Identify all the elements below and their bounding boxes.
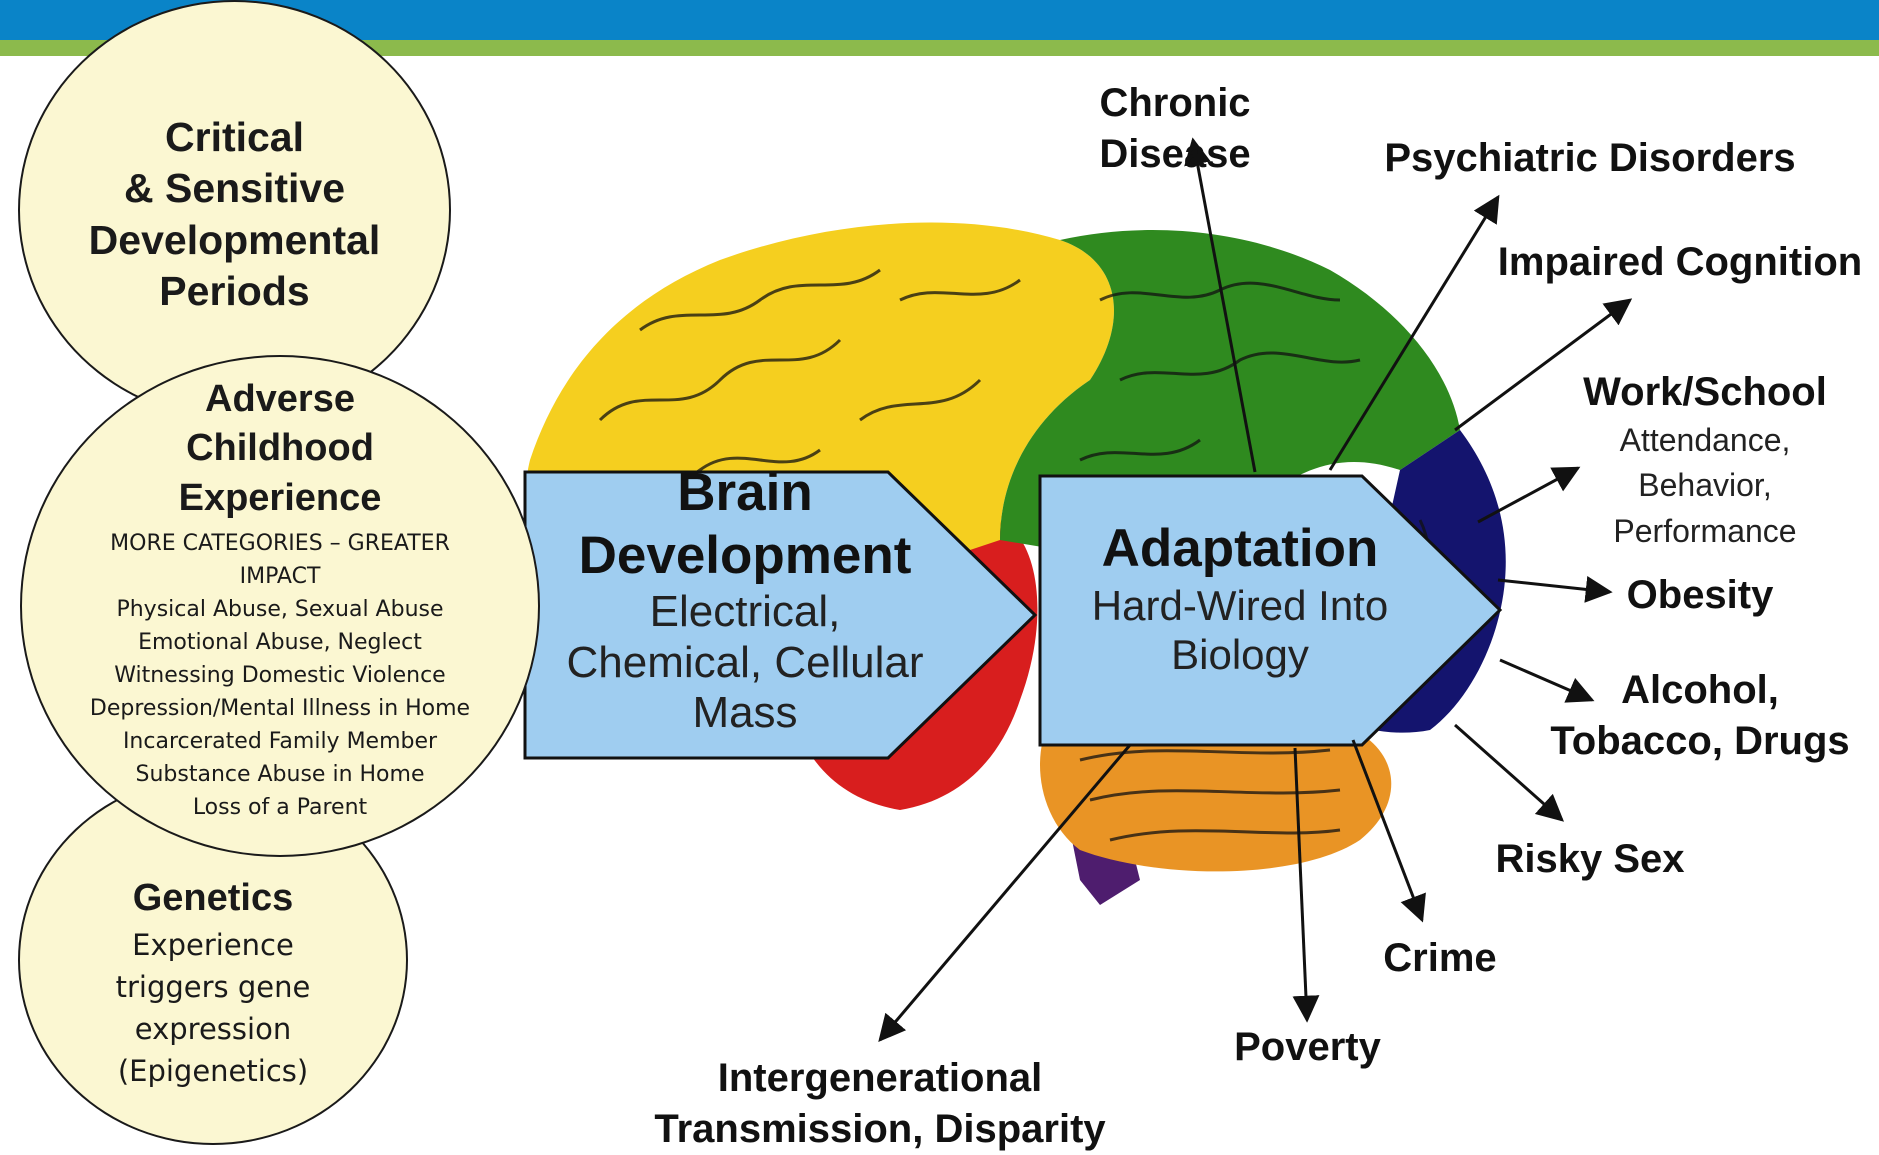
arrow-alcohol: [1499, 658, 1595, 703]
brain-development-text: Brain Development Electrical, Chemical, …: [535, 462, 955, 739]
label-obesity: Obesity: [1626, 573, 1774, 617]
arrow-work-school: [1477, 466, 1581, 524]
arrow-cognition: [1454, 298, 1633, 432]
brain-development-body: Electrical, Chemical, Cellular Mass: [566, 587, 924, 738]
arrow-intergenerational: [878, 744, 1132, 1043]
genetics-body: Experience triggers gene expression (Epi…: [115, 928, 311, 1089]
outcome-arrows: [878, 137, 1633, 1043]
label-work-school: Work/School: [1583, 370, 1827, 414]
label-chronic-disease: Chronic Disease: [1099, 81, 1251, 176]
critical-periods-circle: Critical & Sensitive Developmental Perio…: [18, 0, 451, 420]
adaptation-arrow: [1038, 474, 1503, 747]
label-work-school-detail: Attendance, Behavior, Performance: [1613, 422, 1797, 549]
arrow-chronic-disease: [1184, 137, 1257, 473]
label-crime: Crime: [1383, 936, 1497, 980]
ace-item: Incarcerated Family Member: [122, 729, 438, 755]
ace-item: Physical Abuse, Sexual Abuse: [116, 597, 444, 623]
ace-item: Witnessing Domestic Violence: [114, 663, 446, 689]
label-risky-sex: Risky Sex: [1495, 837, 1685, 881]
genetics-title: Genetics: [132, 877, 294, 919]
label-intergenerational: Intergenerational Transmission, Disparit…: [654, 1056, 1106, 1151]
arrow-crime: [1351, 739, 1426, 923]
label-impaired-cognition: Impaired Cognition: [1497, 240, 1863, 284]
label-poverty: Poverty: [1234, 1025, 1381, 1069]
ace-item: MORE CATEGORIES – GREATER: [110, 531, 450, 557]
label-psychiatric-disorders: Psychiatric Disorders: [1384, 136, 1796, 180]
adaptation-body: Hard-Wired Into Biology: [1091, 582, 1389, 678]
brain-development-arrow: [523, 470, 1038, 760]
ace-item: IMPACT: [239, 564, 321, 590]
ace-item: Substance Abuse in Home: [135, 762, 425, 788]
header-green-band: [0, 40, 1879, 56]
arrow-poverty: [1292, 747, 1320, 1023]
arrow-obesity: [1497, 575, 1613, 603]
ace-item: Loss of a Parent: [192, 795, 368, 821]
arrow-psychiatric: [1328, 194, 1500, 471]
ace-circle: Adverse Childhood Experience MORE CATEGO…: [20, 355, 540, 857]
adaptation-text: Adaptation Hard-Wired Into Biology: [1050, 519, 1430, 679]
brain-development-title: Brain Development: [578, 463, 912, 585]
ace-title: Adverse Childhood Experience: [178, 378, 382, 519]
ace-item-list: MORE CATEGORIES – GREATER IMPACT Physica…: [22, 527, 538, 824]
arrow-risky-sex: [1454, 723, 1565, 822]
critical-periods-title: Critical & Sensitive Developmental Perio…: [88, 114, 381, 314]
adaptation-title: Adaptation: [1101, 519, 1379, 578]
label-alcohol-tobacco-drugs: Alcohol, Tobacco, Drugs: [1550, 668, 1850, 763]
ace-item: Emotional Abuse, Neglect: [138, 630, 422, 656]
ace-item: Depression/Mental Illness in Home: [89, 696, 471, 722]
